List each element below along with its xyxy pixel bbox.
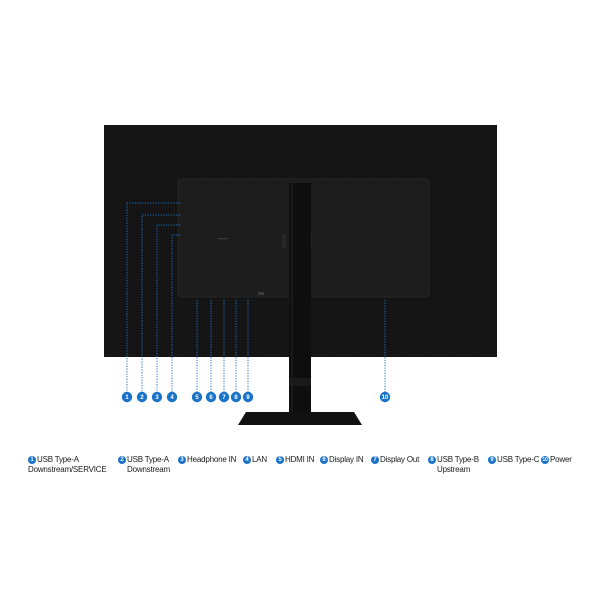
legend-label: Power: [550, 455, 572, 465]
legend-number-badge: 8: [428, 456, 436, 464]
vesa-mark: [282, 234, 286, 248]
legend-label: HDMI IN: [285, 455, 314, 465]
legend-label-line2: Upstream: [437, 465, 471, 474]
legend-label-line2: Downstream/SERVICE: [28, 465, 107, 474]
stand-base: [238, 412, 362, 425]
legend-label-line1: HDMI IN: [285, 455, 315, 464]
callout-number: 2: [140, 395, 144, 401]
callout-number: 1: [125, 395, 129, 401]
legend-number-badge: 9: [488, 456, 496, 464]
legend-label-line2: Downstream: [127, 465, 170, 474]
legend-label: Display Out: [380, 455, 419, 465]
legend-label-line1: LAN: [252, 455, 267, 464]
callout-marker-3: 3: [151, 391, 163, 403]
callout-marker-2: 2: [136, 391, 148, 403]
callout-marker-1: 1: [121, 391, 133, 403]
callout-marker-10: 10: [379, 391, 391, 403]
callout-circle: [205, 391, 217, 403]
logo-mark: [218, 238, 228, 240]
callout-marker-6: 6: [205, 391, 217, 403]
callout-number: 10: [382, 395, 389, 401]
legend-number-badge: 6: [320, 456, 328, 464]
legend-label: LAN: [252, 455, 267, 465]
callout-circle: [151, 391, 163, 403]
callout-number: 4: [170, 395, 174, 401]
callout-number: 7: [222, 395, 226, 401]
callout-marker-9: 9: [242, 391, 254, 403]
callout-number: 9: [246, 395, 250, 401]
callout-leader-lines: [126, 202, 386, 392]
legend-label-line1: Display Out: [380, 455, 420, 464]
legend-label: Headphone IN: [187, 455, 236, 465]
stand-joint: [289, 378, 311, 386]
legend-number-badge: 3: [178, 456, 186, 464]
callout-circle: [121, 391, 133, 403]
legend-label-line1: Headphone IN: [187, 455, 237, 464]
stand-column-highlight: [291, 183, 293, 415]
callout-number: 8: [234, 395, 238, 401]
callout-marker-4: 4: [166, 391, 178, 403]
legend-label-line1: USB Type-C: [497, 455, 540, 464]
legend-number-badge: 5: [276, 456, 284, 464]
legend-label-line1: USB Type-A: [37, 455, 79, 464]
callout-circle: [191, 391, 203, 403]
legend-number-badge: 7: [371, 456, 379, 464]
port-mark: [258, 292, 264, 295]
callout-marker-7: 7: [218, 391, 230, 403]
callout-circle: [218, 391, 230, 403]
callout-marker-8: 8: [230, 391, 242, 403]
callout-circle: [166, 391, 178, 403]
legend-number-badge: 2: [118, 456, 126, 464]
legend-number-badge: 10: [541, 456, 549, 464]
legend-label: USB Type-C: [497, 455, 540, 465]
legend-label-line1: USB Type-A: [127, 455, 169, 464]
callout-marker-5: 5: [191, 391, 203, 403]
callout-circle: [136, 391, 148, 403]
legend-label-line1: Display IN: [329, 455, 364, 464]
callout-circle: [379, 391, 391, 403]
stand-column: [289, 183, 311, 415]
legend-number-badge: 1: [28, 456, 36, 464]
callout-number: 6: [209, 395, 213, 401]
legend-label: Display IN: [329, 455, 364, 465]
legend-label-line1: Power: [550, 455, 572, 464]
callout-circle: [242, 391, 254, 403]
legend-number-badge: 4: [243, 456, 251, 464]
callout-number: 3: [155, 395, 159, 401]
callout-circle: [230, 391, 242, 403]
legend-label-line1: USB Type-B: [437, 455, 479, 464]
callout-number: 5: [195, 395, 199, 401]
